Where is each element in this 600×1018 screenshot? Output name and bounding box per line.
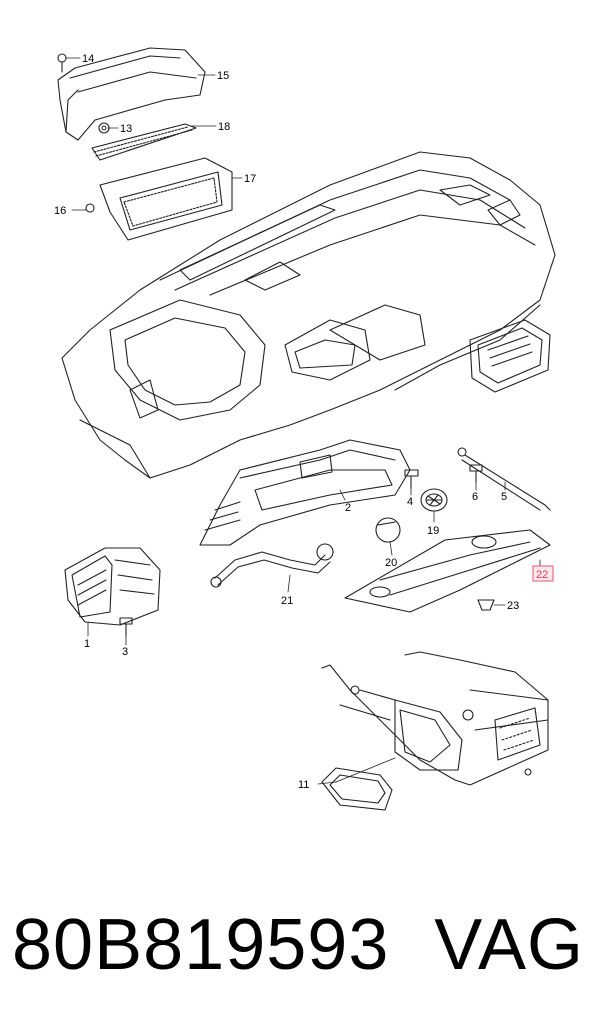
part-number-text: 80B819593 <box>12 905 390 985</box>
speaker-grille <box>91 123 197 161</box>
leader-lines <box>65 57 541 785</box>
support-rod-5 <box>457 447 551 511</box>
callout-1: 1 <box>84 638 90 650</box>
left-air-vent <box>64 547 161 626</box>
clip-16 <box>85 203 95 213</box>
frame-11 <box>321 767 393 811</box>
callout-labels: 14 15 13 18 17 16 2 4 6 5 19 20 21 22 23… <box>54 53 554 791</box>
callout-16: 16 <box>54 205 66 217</box>
bottom-tray-22 <box>344 529 551 613</box>
callout-6: 6 <box>472 491 478 503</box>
brand-text: VAG <box>434 905 584 985</box>
callout-22: 22 <box>536 569 548 581</box>
callout-17: 17 <box>244 173 256 185</box>
nut-13 <box>98 122 110 134</box>
callout-2: 2 <box>345 502 351 514</box>
right-air-vent <box>469 319 551 393</box>
screw-6 <box>469 464 483 483</box>
screw-3 <box>119 617 133 637</box>
centre-bracket <box>199 439 411 546</box>
cap-20 <box>375 517 401 543</box>
callout-14: 14 <box>82 53 94 65</box>
callout-4: 4 <box>407 496 413 508</box>
screw-4 <box>404 469 419 489</box>
callout-19: 19 <box>427 525 439 537</box>
body-section-detail <box>321 651 549 786</box>
callout-11: 11 <box>298 779 309 791</box>
callout-5: 5 <box>501 491 507 503</box>
callout-21: 21 <box>281 595 293 607</box>
display-frame <box>99 157 233 241</box>
callout-13: 13 <box>120 123 132 135</box>
speaker-cover-19 <box>420 488 448 512</box>
clip-screw-14 <box>57 53 67 73</box>
callout-15: 15 <box>217 70 229 82</box>
callout-3: 3 <box>122 646 128 658</box>
callout-23: 23 <box>507 600 519 612</box>
upper-cover-trim <box>57 47 206 141</box>
air-hose-21 <box>210 543 334 588</box>
dashboard-body <box>61 151 556 479</box>
callout-18: 18 <box>218 121 230 133</box>
callout-22-highlight: 22 <box>532 565 554 582</box>
clip-23 <box>477 599 495 611</box>
callout-20: 20 <box>385 557 397 569</box>
parts-diagram: 14 15 13 18 17 16 2 4 6 5 19 20 21 22 23… <box>54 47 556 811</box>
